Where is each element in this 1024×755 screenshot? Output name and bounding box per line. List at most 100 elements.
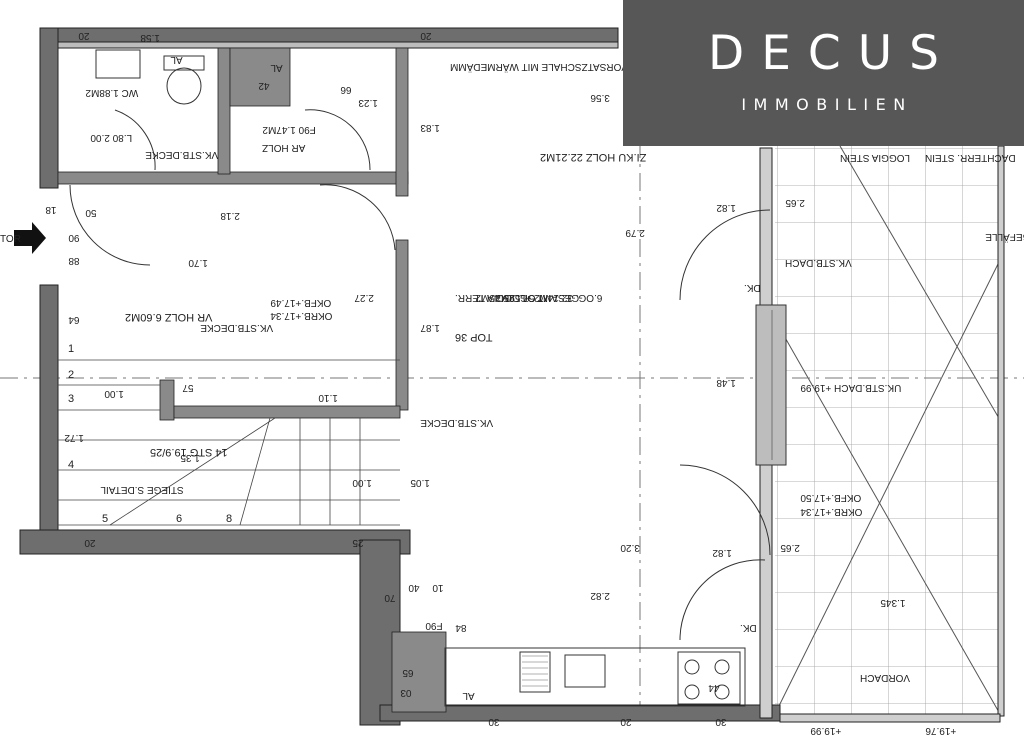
dim-label: 30 bbox=[715, 716, 727, 727]
dim-label: 1.82 bbox=[712, 547, 732, 558]
area-7og: 7.OG. 25.45M2 bbox=[475, 292, 544, 303]
okfb-label-2: OKFB.+17.50 bbox=[800, 492, 861, 503]
dim-label: 1.35 bbox=[180, 452, 200, 463]
dim-label: 3.56 bbox=[590, 92, 610, 103]
wc-door-note: L.80 2.00 bbox=[90, 132, 132, 143]
dim-label: 65 bbox=[402, 667, 414, 678]
interior-walls bbox=[57, 47, 447, 713]
dim-label: 1.70 bbox=[188, 257, 208, 268]
fixture-f90: F90 bbox=[425, 620, 443, 631]
door-swings bbox=[69, 109, 771, 641]
dim-label: 66 bbox=[340, 84, 352, 95]
main-room-label: ZI.KU HOLZ 22.21M2 bbox=[540, 151, 646, 163]
loggia-label: LOGGIA STEIN bbox=[840, 152, 910, 163]
terrace-tiles bbox=[775, 146, 1000, 714]
dim-label: 2.18 bbox=[220, 210, 240, 221]
dim-label: 42 bbox=[258, 80, 270, 91]
vordach-label: VORDACH bbox=[860, 672, 910, 683]
okfb-label-1: OKFB.+17.49 bbox=[270, 297, 331, 308]
vr-ceiling-label: VK.STB.DECKE bbox=[200, 322, 273, 333]
level-bottom-2: +19.76 bbox=[925, 725, 956, 736]
roof-terrace-label: DACHTERR. STEIN bbox=[925, 152, 1016, 163]
dim-label: 57 bbox=[182, 382, 194, 393]
dim-label: 03 bbox=[400, 687, 412, 698]
window-element bbox=[755, 304, 787, 466]
ar-wall-note: F90 1.47M2 bbox=[262, 124, 316, 135]
axis-lines bbox=[0, 140, 1024, 720]
area-og: 6.OG. 32.14M2 +LOGGIA TERR. bbox=[455, 292, 602, 303]
entrance-arrow-icon bbox=[14, 222, 46, 254]
dim-label: 70 bbox=[384, 592, 396, 603]
staircase bbox=[58, 359, 400, 526]
top-label: TOP 36 bbox=[455, 331, 493, 343]
dim-label: 1.10 bbox=[318, 392, 338, 403]
dim-label: 2.79 bbox=[625, 227, 645, 238]
ar-label: AR HOLZ bbox=[262, 142, 305, 153]
gefaelle-label: GEFÄLLE bbox=[985, 231, 1024, 243]
fixture-al-2: AL bbox=[270, 62, 283, 73]
dim-label: 2.65 bbox=[785, 197, 805, 208]
stair-step-numbers: 1 2 3 4 5 6 8 bbox=[68, 343, 232, 525]
dim-label: 3.20 bbox=[620, 542, 640, 553]
dim-label: 1.58 bbox=[140, 32, 160, 43]
sink-lines bbox=[522, 655, 548, 687]
dim-label: 44 bbox=[708, 682, 720, 693]
dim-label: 1.83 bbox=[420, 122, 440, 133]
vk-stb-dach: VK.STB.DACH bbox=[785, 257, 852, 268]
fixture-al-1: AL bbox=[170, 54, 183, 65]
stair-detail-label: STIEGE S.DETAIL bbox=[100, 484, 184, 495]
stair-step: 3 bbox=[68, 393, 74, 405]
dim-label: 1.82 bbox=[716, 202, 736, 213]
company-logo: DECUS IMMOBILIEN bbox=[623, 0, 1024, 146]
roof-slope-lines bbox=[774, 145, 1001, 715]
dim-label: 10 bbox=[432, 582, 444, 593]
dim-label: 20 bbox=[420, 30, 432, 41]
dim-label: 1.72 bbox=[64, 432, 84, 443]
okrb-label-2: OKRB.+17.34 bbox=[800, 506, 862, 517]
dimension-labels: 20 1.58 20 3.56 66 1.23 42 1.83 2.18 1.7… bbox=[45, 30, 905, 727]
dim-label: 18 bbox=[45, 204, 57, 215]
stair-step: 1 bbox=[68, 343, 74, 355]
vr-label: VR HOLZ 6.60M2 bbox=[125, 311, 212, 323]
dk-label-2: DK. bbox=[740, 622, 757, 633]
dim-label: 25 bbox=[352, 537, 364, 548]
dim-label: 1.00 bbox=[352, 477, 372, 488]
logo-name: DECUS bbox=[708, 26, 956, 81]
dim-label: 88 bbox=[68, 255, 80, 266]
dim-label: 1.00 bbox=[104, 388, 124, 399]
dim-label: 20 bbox=[620, 716, 632, 727]
stair-step: 4 bbox=[68, 459, 74, 471]
dim-label: 30 bbox=[488, 716, 500, 727]
entrance-label: TOR bbox=[0, 234, 21, 245]
dk-label-1: DK. bbox=[744, 282, 761, 293]
stair-step: 5 bbox=[102, 513, 108, 525]
dim-label: 1.345 bbox=[880, 597, 905, 608]
stair-step: 8 bbox=[226, 513, 232, 525]
dim-label: 20 bbox=[78, 30, 90, 41]
dim-label: 1.05 bbox=[410, 477, 430, 488]
area-total: GESAMT 57.59M2 bbox=[495, 292, 579, 303]
stair-label: 14 STG 19.9/25 bbox=[150, 446, 228, 458]
dim-label: 40 bbox=[408, 582, 420, 593]
vk-stb-decke: VK.STB.DECKE bbox=[420, 417, 493, 428]
fixture-al-3: AL bbox=[462, 690, 475, 701]
dim-label: 84 bbox=[455, 622, 467, 633]
dim-label: 50 bbox=[85, 207, 97, 218]
logo-subtitle: IMMOBILIEN bbox=[741, 95, 913, 114]
level-bottom-1: +19.99 bbox=[810, 725, 841, 736]
wc-ceiling-note: VK.STB.DECKE bbox=[145, 149, 218, 160]
dim-label: 1.87 bbox=[420, 322, 440, 333]
roof-ceiling-label: UK.STB.DACH +19.99 bbox=[800, 382, 901, 393]
dim-label: 20 bbox=[84, 537, 96, 548]
kitchen bbox=[444, 647, 746, 707]
bath-label: WC 1.88M2 bbox=[85, 87, 138, 98]
stair-step: 6 bbox=[176, 513, 182, 525]
dim-label: 2.27 bbox=[354, 292, 374, 303]
bathroom-fixtures bbox=[95, 49, 205, 105]
dim-label: 1.48 bbox=[716, 377, 736, 388]
dim-label: 64 bbox=[68, 314, 80, 325]
dim-label: 90 bbox=[68, 232, 80, 243]
dim-label: 2.82 bbox=[590, 590, 610, 601]
okrb-label-1: OKRB.+17.34 bbox=[270, 310, 332, 321]
